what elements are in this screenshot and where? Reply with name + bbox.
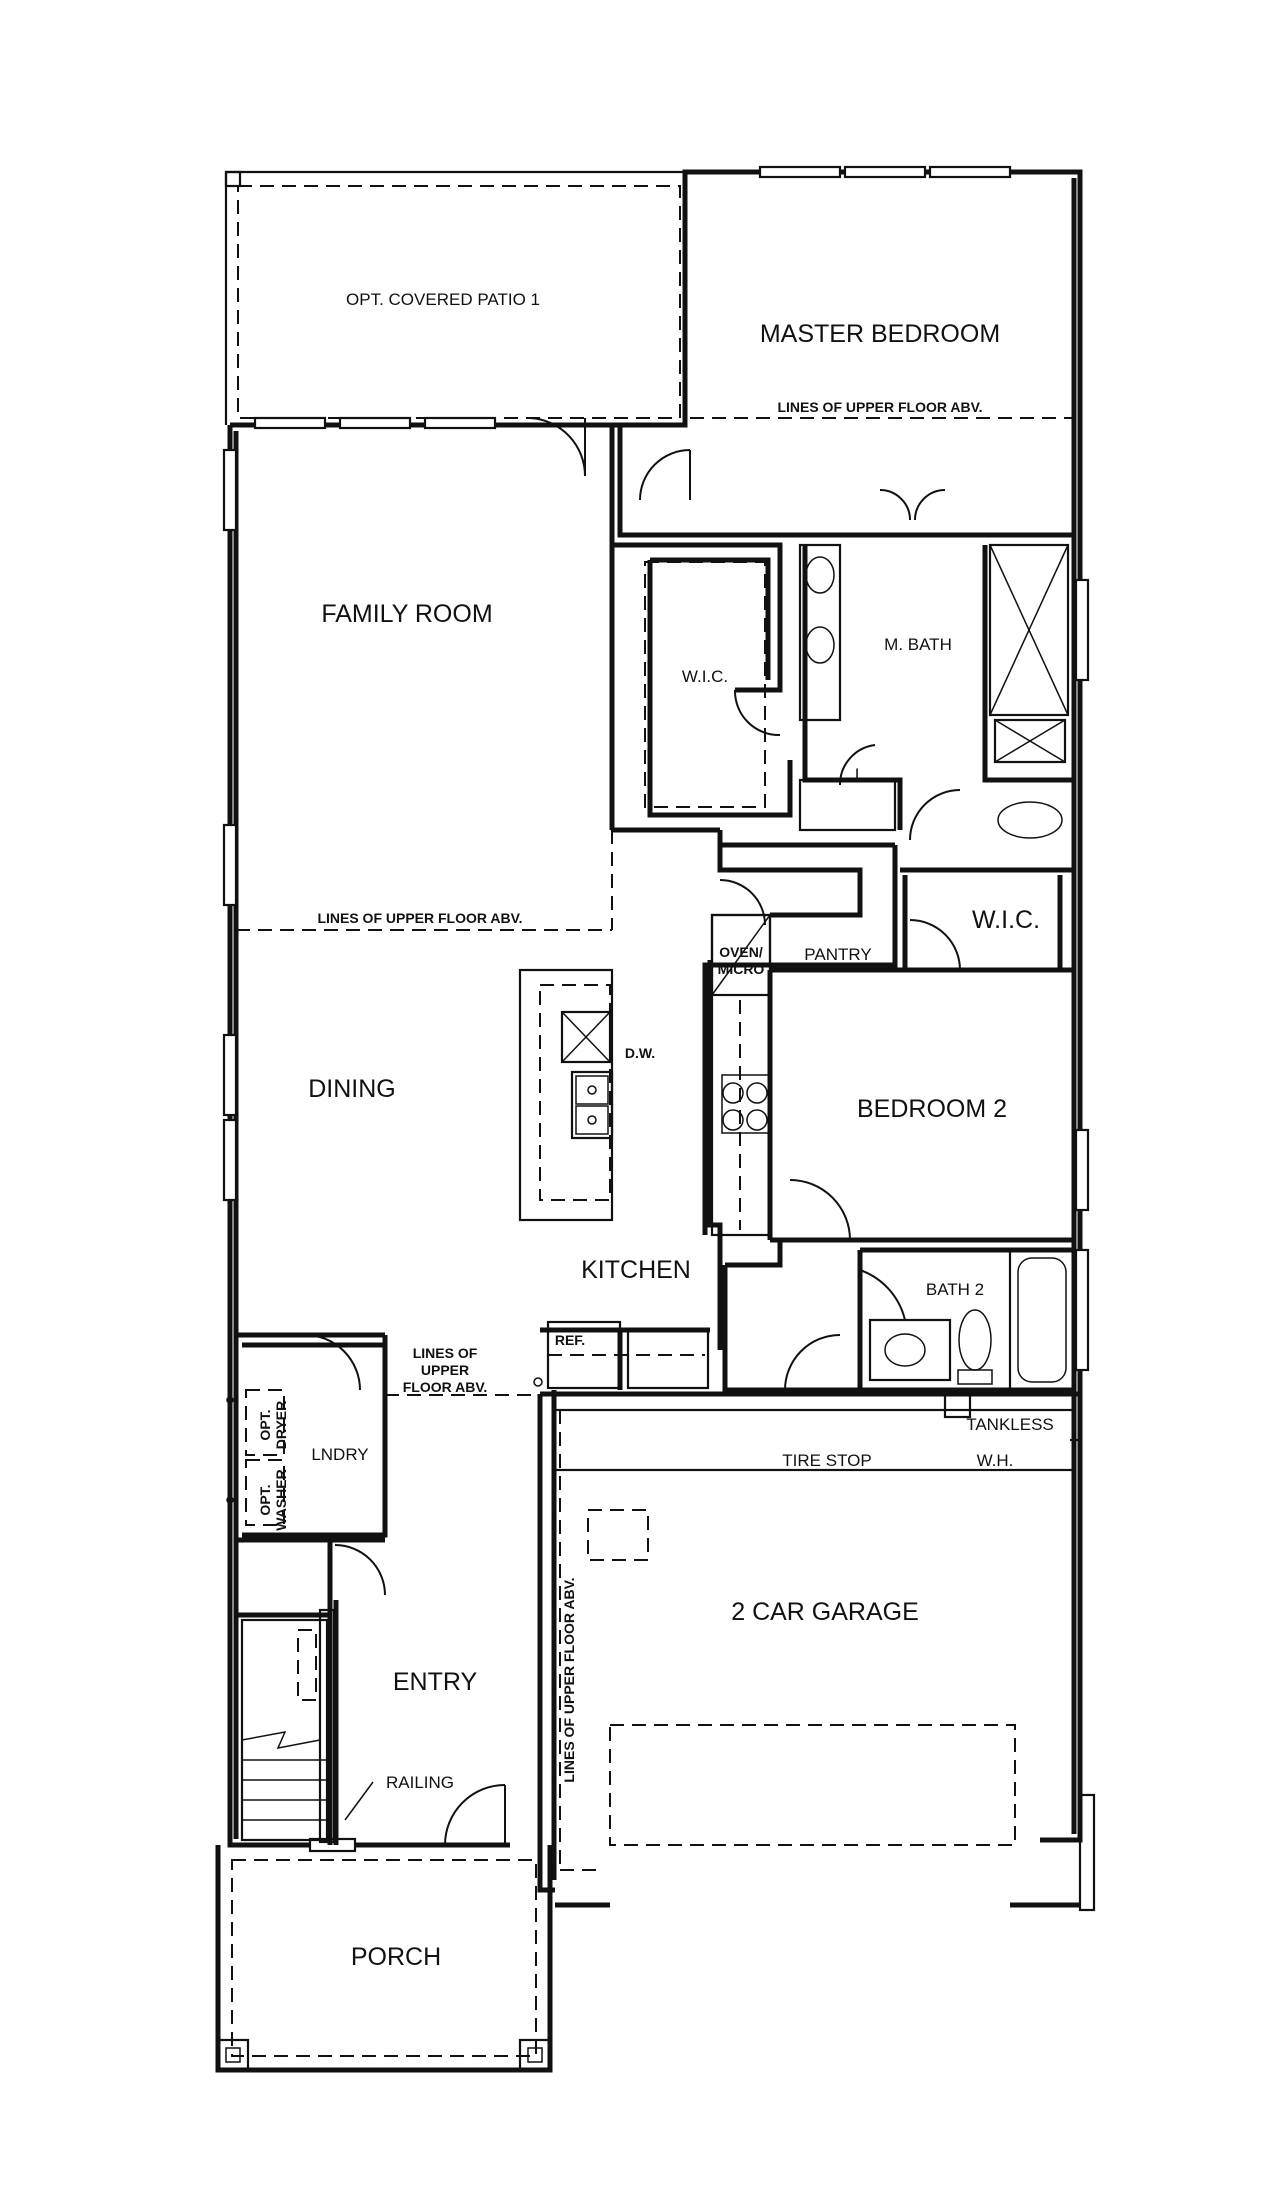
- kitchen-counter: [710, 913, 772, 1237]
- label-patio: OPT. COVERED PATIO 1: [346, 290, 540, 309]
- label-upper-floor-entry-1: LINES OF: [413, 1345, 478, 1361]
- label-tire-stop: TIRE STOP: [782, 1451, 871, 1470]
- label-opt-dryer-1: OPT.: [257, 1409, 273, 1440]
- label-upper-floor-family: LINES OF UPPER FLOOR ABV.: [317, 910, 522, 926]
- stairs: [240, 1608, 336, 1844]
- label-laundry: LNDRY: [311, 1445, 368, 1464]
- label-entry: ENTRY: [393, 1668, 478, 1696]
- label-tankless-1: TANKLESS: [966, 1415, 1054, 1434]
- interior-walls: [236, 425, 1080, 1845]
- label-garage: 2 CAR GARAGE: [731, 1598, 919, 1626]
- label-kitchen: KITCHEN: [581, 1256, 691, 1284]
- label-master-bedroom: MASTER BEDROOM: [760, 320, 1000, 348]
- garage: [553, 1408, 1096, 1912]
- label-opt-washer-1: OPT.: [257, 1484, 273, 1515]
- label-bath2: BATH 2: [926, 1280, 984, 1299]
- laundry-appliances: [226, 1389, 285, 1526]
- label-dishwasher: D.W.: [625, 1045, 655, 1061]
- label-upper-floor-master: LINES OF UPPER FLOOR ABV.: [777, 399, 982, 415]
- label-upper-floor-entry-2: UPPER: [421, 1362, 469, 1378]
- label-pantry: PANTRY: [804, 945, 871, 964]
- label-master-bath: M. BATH: [884, 635, 952, 654]
- label-wic-bedroom2: W.I.C.: [972, 906, 1040, 934]
- label-railing: RAILING: [386, 1773, 454, 1792]
- exterior-walls: [227, 169, 1083, 1893]
- label-bedroom2: BEDROOM 2: [857, 1095, 1007, 1123]
- label-upper-floor-entry-3: FLOOR ABV.: [403, 1379, 488, 1395]
- label-opt-washer-2: WASHER: [273, 1469, 289, 1530]
- bath2-fixtures: [868, 1248, 1076, 1419]
- label-opt-dryer-2: DRYER: [273, 1401, 289, 1450]
- label-porch: PORCH: [351, 1943, 441, 1971]
- label-oven-micro-1: OVEN/: [719, 944, 763, 960]
- refrigerator: [533, 1320, 710, 1390]
- label-wic-master: W.I.C.: [682, 667, 728, 686]
- label-dining: DINING: [308, 1075, 396, 1103]
- label-ref: REF.: [555, 1332, 585, 1348]
- room-labels: OPT. COVERED PATIO 1 MASTER BEDROOM LINE…: [257, 290, 1054, 1971]
- porch: [215, 1845, 553, 2073]
- label-upper-floor-garage: LINES OF UPPER FLOOR ABV.: [561, 1577, 577, 1782]
- label-oven-micro-2: MICRO: [718, 961, 765, 977]
- label-linen: L.: [855, 765, 869, 784]
- doors: [304, 417, 961, 1846]
- label-family-room: FAMILY ROOM: [321, 600, 492, 628]
- covered-patio: [224, 170, 690, 425]
- kitchen-island: [518, 968, 614, 1222]
- label-tankless-2: W.H.: [977, 1451, 1014, 1470]
- master-bath-fixtures: [644, 543, 1070, 839]
- windows: [222, 165, 1090, 1853]
